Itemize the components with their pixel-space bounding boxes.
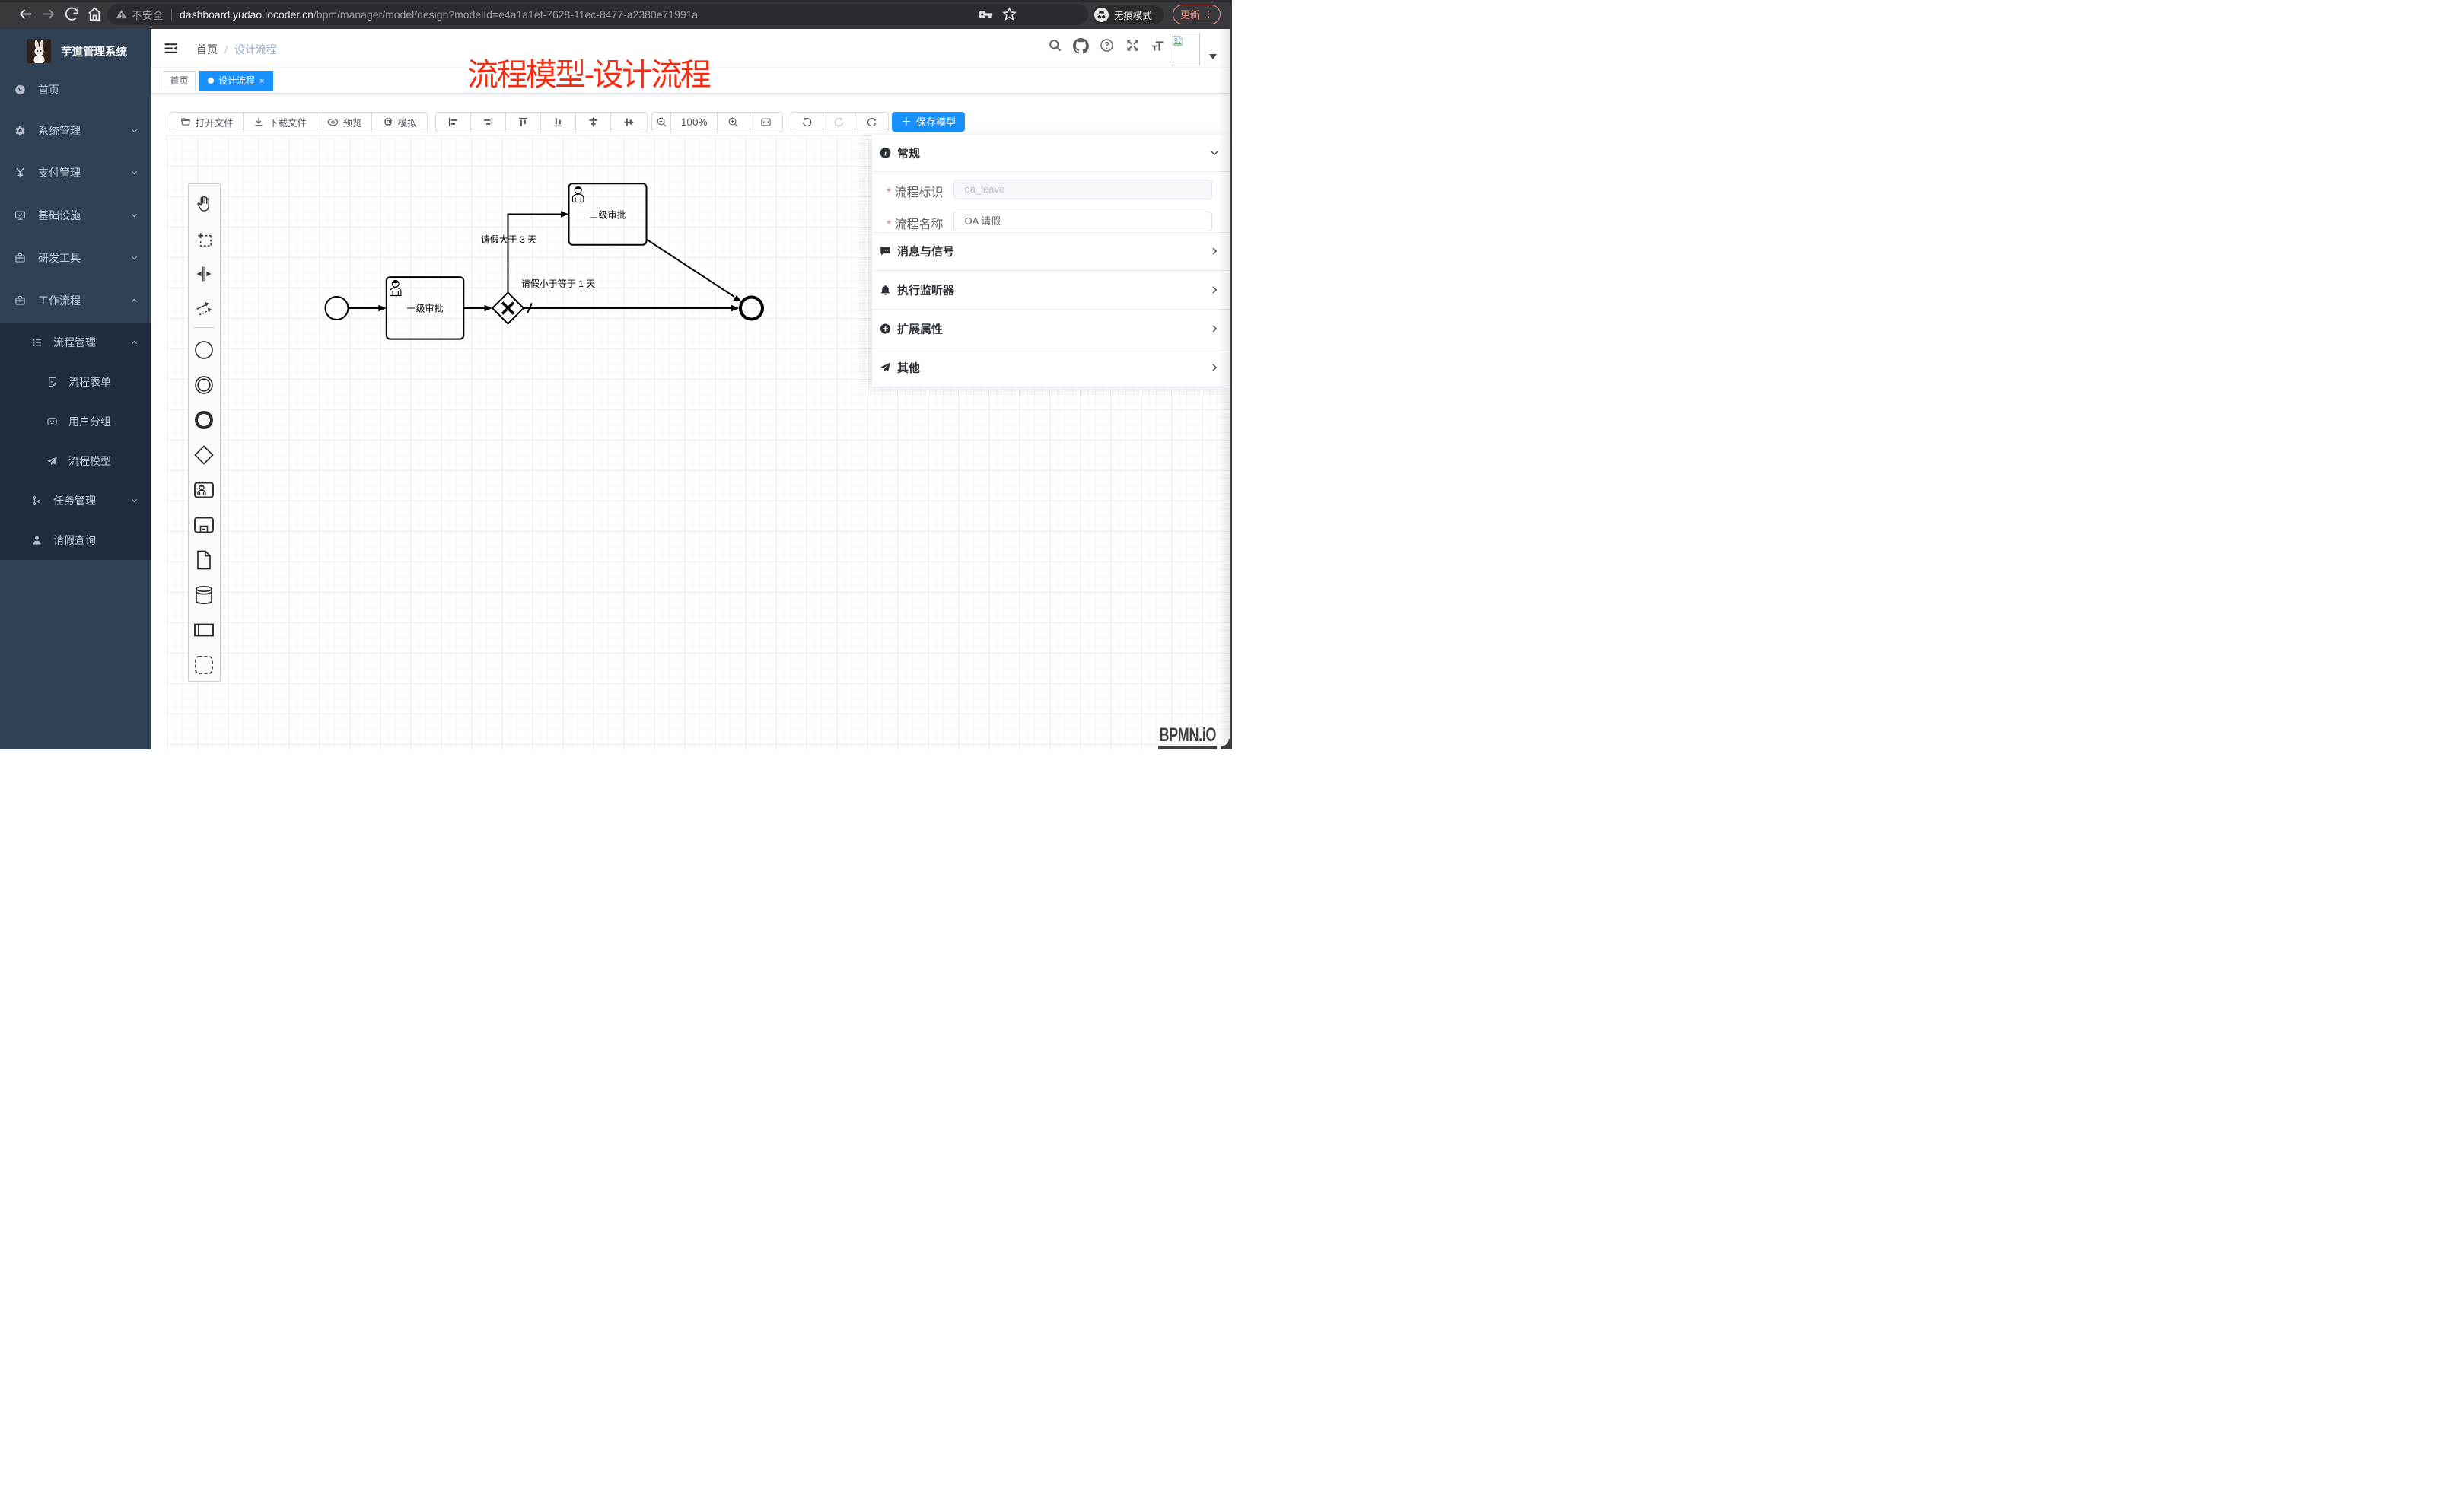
svg-text:请假大于 3 天: 请假大于 3 天 — [480, 234, 536, 245]
svg-text:请假小于等于 1 天: 请假小于等于 1 天 — [520, 278, 594, 289]
svg-text:一级审批: 一级审批 — [406, 303, 443, 314]
svg-text:二级审批: 二级审批 — [589, 209, 626, 221]
svg-text:i: i — [884, 150, 887, 158]
